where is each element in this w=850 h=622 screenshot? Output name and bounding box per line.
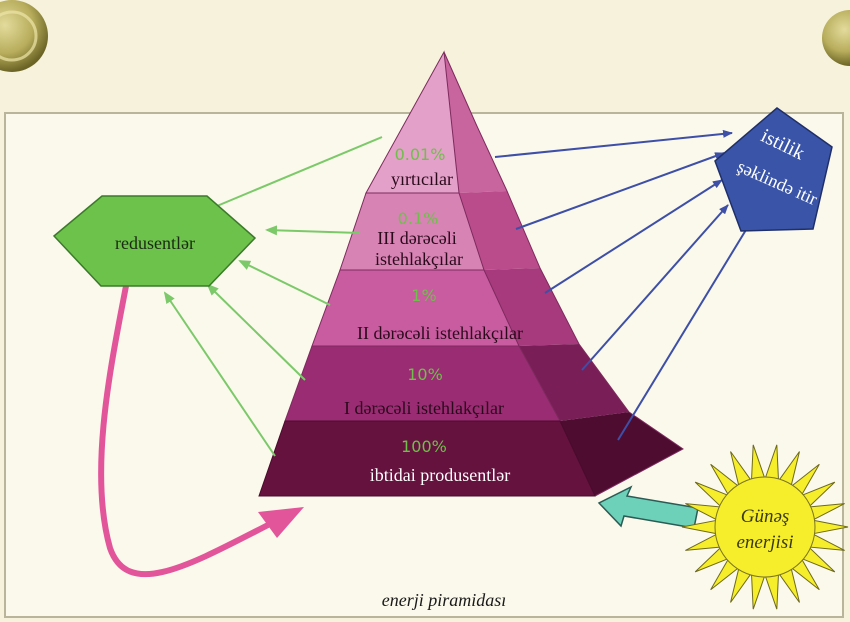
sun-line2: enerjisi	[737, 532, 794, 553]
green-arrow-3	[238, 260, 331, 306]
corner-knob-left	[0, 0, 48, 72]
heat-arrow-2	[515, 152, 725, 230]
green-arrow-4	[206, 283, 306, 381]
pyramid-side	[443, 51, 684, 497]
level-1-percent: 0.01%	[395, 145, 446, 164]
heat-arrow-3	[544, 179, 723, 294]
level-4-percent: 10%	[407, 365, 443, 384]
recycle-arrow	[98, 285, 304, 578]
level-3-percent: 1%	[411, 286, 436, 305]
level-3-label: II dərəcəli istehlakçılar	[357, 323, 523, 343]
heat-arrow-1	[494, 129, 733, 158]
reducers-node: redusentlər	[52, 195, 257, 287]
green-arrow-5	[163, 291, 276, 457]
pyramid-labels: 0.01% yırtıcılar 0.1% III dərəcəli isteh…	[344, 145, 523, 485]
side-face-level-4	[519, 344, 629, 421]
heat-loss-node: istilik şəklində itir	[714, 107, 833, 232]
side-face-level-2	[459, 191, 540, 270]
heat-arrow-5	[617, 219, 753, 441]
level-2-percent: 0.1%	[398, 209, 439, 228]
green-arrow-2	[265, 225, 361, 236]
decomposition-arrows	[163, 136, 383, 457]
sun-energy-arrow	[597, 485, 699, 529]
pyramid-front	[258, 50, 596, 497]
reducers-label: redusentlər	[115, 233, 195, 253]
diagram-caption: enerji piramidası	[382, 590, 507, 610]
side-face-level-5	[560, 412, 683, 496]
sun-line1: Günəş	[741, 506, 790, 527]
sun-icon: Günəş enerjisi	[681, 444, 849, 610]
side-face-level-3	[484, 268, 579, 346]
green-arrow-1	[203, 136, 383, 212]
heat-arrow-4	[581, 204, 729, 371]
level-4-label: I dərəcəli istehlakçılar	[344, 398, 504, 418]
level-2-label-line2: istehlakçılar	[375, 249, 463, 269]
level-1-label: yırtıcılar	[391, 169, 453, 189]
heat-loss-arrows	[494, 129, 753, 441]
corner-knob-right	[822, 10, 850, 66]
level-5-label: ibtidai produsentlər	[370, 465, 510, 485]
level-5-percent: 100%	[401, 437, 447, 456]
level-5-face	[258, 420, 596, 497]
level-2-label-line1: III dərəcəli	[377, 228, 456, 248]
